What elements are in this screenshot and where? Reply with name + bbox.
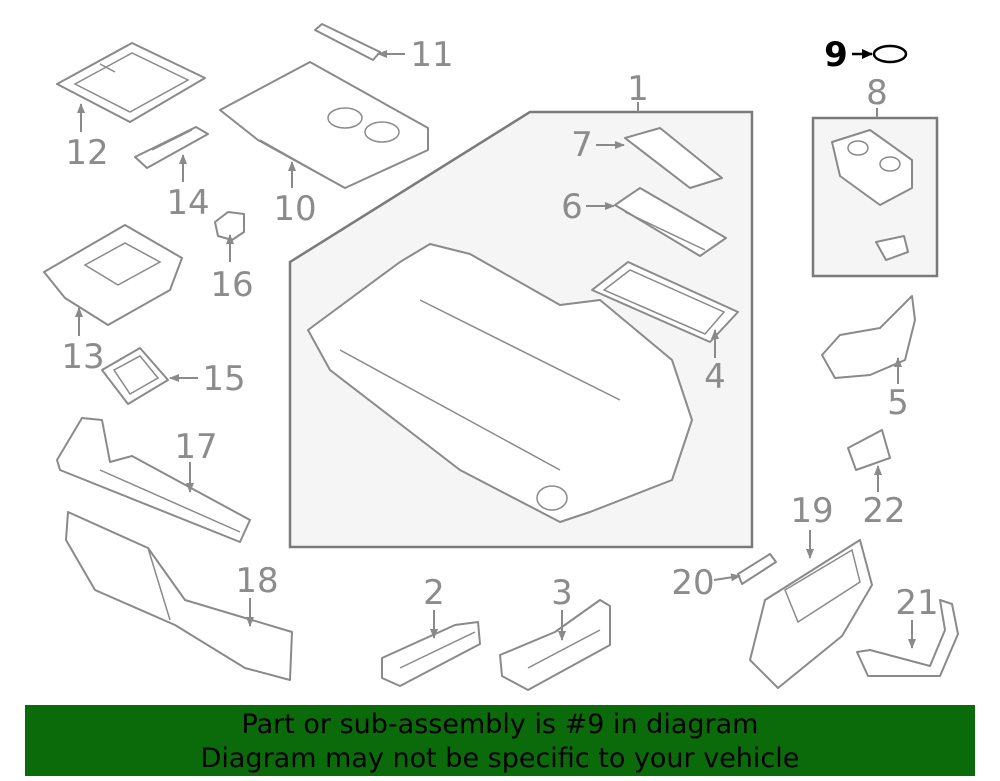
callout-6: 6 bbox=[561, 187, 583, 227]
info-banner: Part or sub-assembly is #9 in diagram Di… bbox=[25, 705, 975, 776]
part-7-mat bbox=[624, 127, 723, 189]
callout-12: 12 bbox=[65, 133, 108, 173]
callout-22: 22 bbox=[862, 491, 905, 531]
callout-19: 19 bbox=[790, 491, 833, 531]
callout-3: 3 bbox=[551, 573, 573, 613]
part-10-console-top-panel bbox=[219, 61, 429, 189]
callout-1: 1 bbox=[627, 69, 649, 109]
callout-13: 13 bbox=[61, 337, 104, 377]
callout-7: 7 bbox=[571, 125, 593, 165]
callout-8: 8 bbox=[866, 73, 888, 113]
callout-21: 21 bbox=[895, 583, 938, 623]
callout-15: 15 bbox=[202, 359, 245, 399]
part-20-clip bbox=[737, 553, 777, 585]
part-18-side-panel bbox=[65, 511, 293, 681]
part-16-bracket bbox=[214, 211, 245, 241]
callout-10: 10 bbox=[273, 189, 316, 229]
part-9-o-ring bbox=[872, 44, 908, 64]
callout-16: 16 bbox=[210, 265, 253, 305]
callout-20: 20 bbox=[671, 563, 714, 603]
callout-9: 9 bbox=[824, 35, 848, 75]
banner-line-1: Part or sub-assembly is #9 in diagram bbox=[241, 709, 759, 740]
banner-line-2: Diagram may not be specific to your vehi… bbox=[200, 743, 800, 774]
part-17-side-trim bbox=[56, 417, 251, 543]
part-19-front-bezel bbox=[749, 539, 873, 689]
part-14-trim-strip bbox=[134, 126, 209, 169]
part-8-cupholder bbox=[831, 129, 913, 261]
part-12-armrest-lid bbox=[56, 42, 206, 123]
callout-18: 18 bbox=[235, 561, 278, 601]
callout-14: 14 bbox=[166, 183, 209, 223]
part-5-bracket bbox=[821, 295, 916, 379]
callout-2: 2 bbox=[423, 573, 445, 613]
part-4-liner bbox=[591, 261, 739, 343]
callout-4: 4 bbox=[704, 357, 726, 397]
part-22-switch bbox=[847, 429, 891, 471]
part-13-storage-bin bbox=[43, 224, 183, 326]
callout-17: 17 bbox=[174, 427, 217, 467]
part-21-trim-rail bbox=[856, 599, 959, 677]
callout-11: 11 bbox=[410, 35, 453, 75]
part-15-insert bbox=[101, 347, 169, 405]
part-1-console-body bbox=[307, 243, 693, 523]
part-3-mount-bracket bbox=[499, 599, 611, 691]
part-2-mount-bracket bbox=[381, 621, 481, 687]
callout-5: 5 bbox=[887, 383, 909, 423]
part-11-trim-strip bbox=[314, 23, 381, 61]
part-6-tray bbox=[614, 187, 727, 257]
